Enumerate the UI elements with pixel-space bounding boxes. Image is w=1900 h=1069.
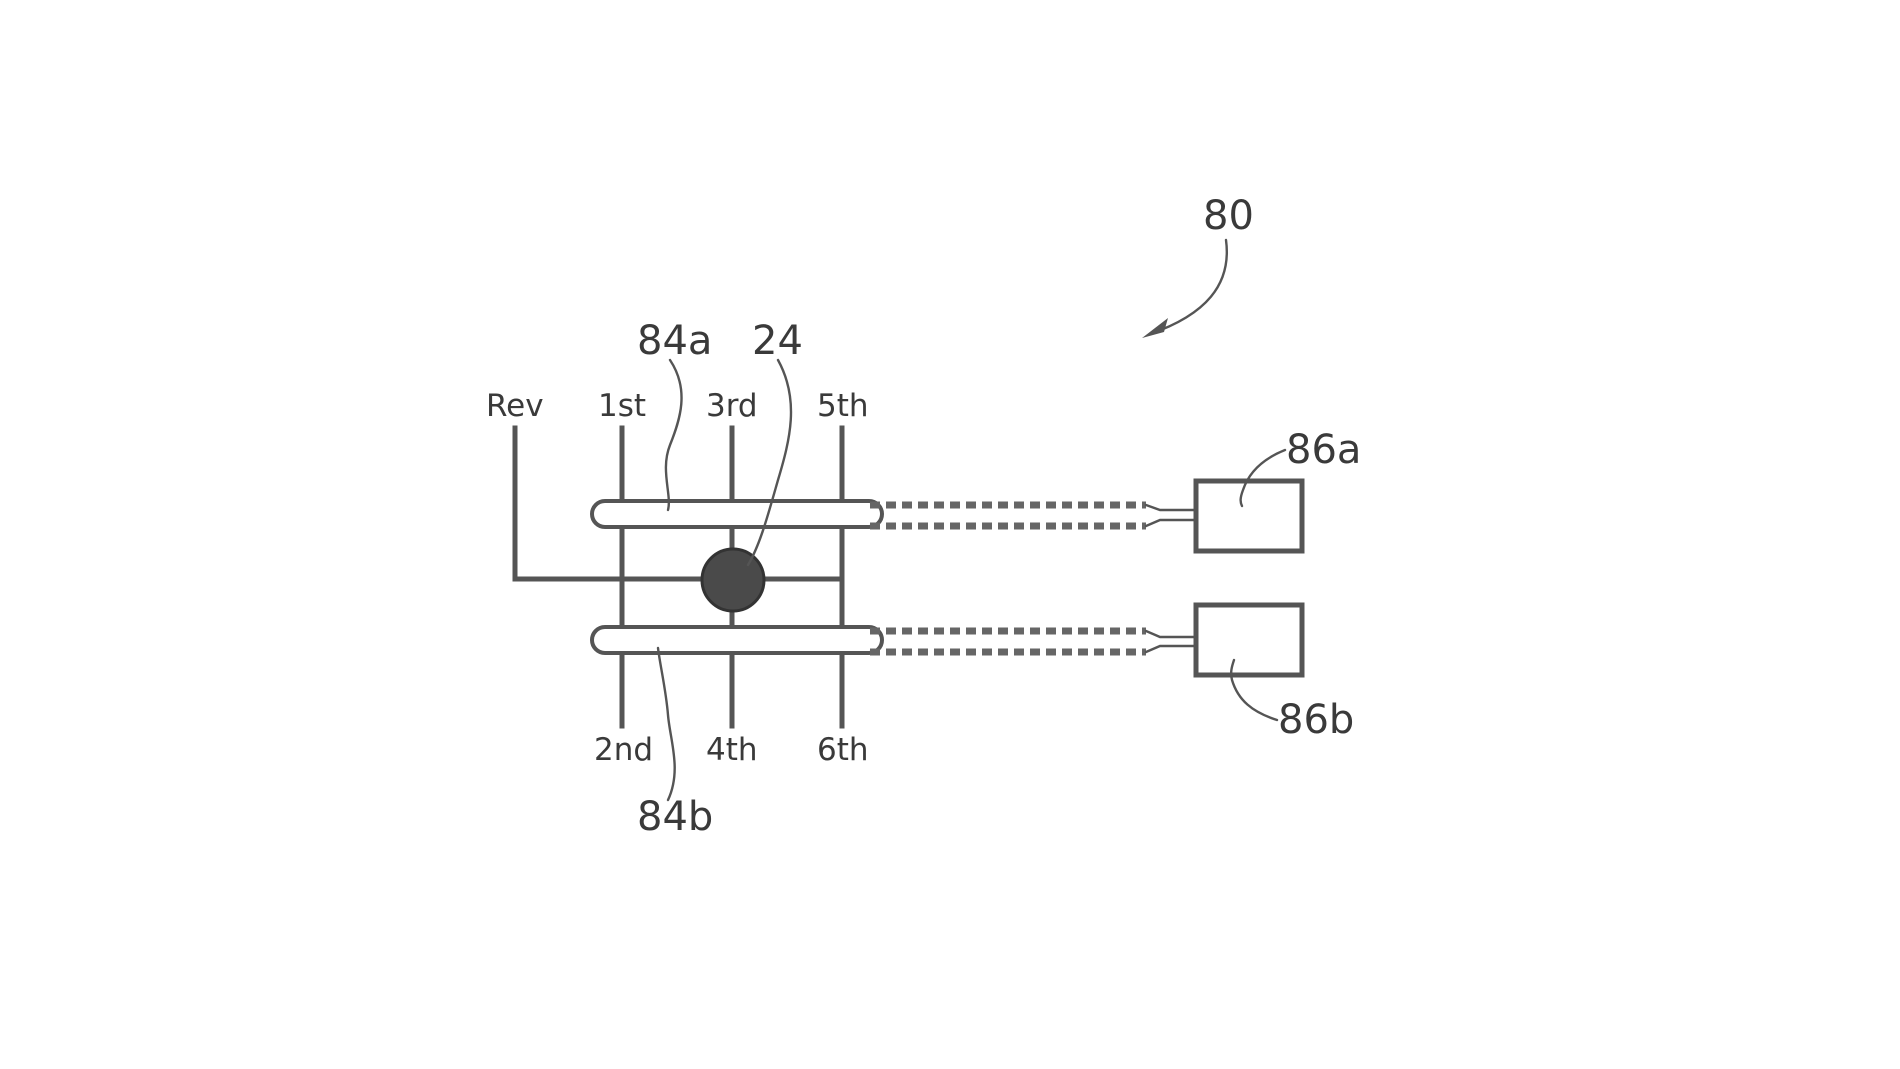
leader-24 <box>746 358 793 567</box>
shift-lever-knob <box>700 547 766 613</box>
cable-group-upper <box>870 501 1198 530</box>
gear-label-1st: 1st <box>598 388 646 424</box>
ref-label-24: 24 <box>752 318 803 364</box>
gear-label-2nd: 2nd <box>594 732 653 768</box>
gear-label-5th: 5th <box>817 388 869 424</box>
gear-label-3rd: 3rd <box>706 388 758 424</box>
leader-86b <box>1229 658 1279 722</box>
gear-label-4th: 4th <box>706 732 758 768</box>
connector-86b-top <box>1144 629 1198 639</box>
connector-86a-top <box>1144 503 1198 512</box>
connector-86a-bottom <box>1144 518 1198 528</box>
leader-84b <box>656 646 676 802</box>
cable-group-lower <box>870 627 1198 656</box>
arrow-80 <box>1148 238 1229 336</box>
arrowhead-80-icon <box>1142 318 1168 338</box>
leader-84a <box>664 358 683 512</box>
gear-label-6th: 6th <box>817 732 869 768</box>
ref-label-86a: 86a <box>1286 427 1361 473</box>
connector-86b-bottom <box>1144 644 1198 654</box>
select-rail-84b <box>590 625 884 655</box>
leader-86a <box>1239 448 1287 508</box>
actuator-box-86a <box>1193 478 1305 554</box>
actuator-box-86b <box>1193 602 1305 678</box>
gear-label-rev: Rev <box>486 388 544 424</box>
ref-label-80: 80 <box>1203 193 1254 239</box>
select-rail-84a <box>590 499 884 529</box>
ref-label-84a: 84a <box>637 318 712 364</box>
ref-label-84b: 84b <box>637 794 713 840</box>
shift-gate <box>512 425 845 729</box>
ref-label-86b: 86b <box>1278 697 1354 743</box>
